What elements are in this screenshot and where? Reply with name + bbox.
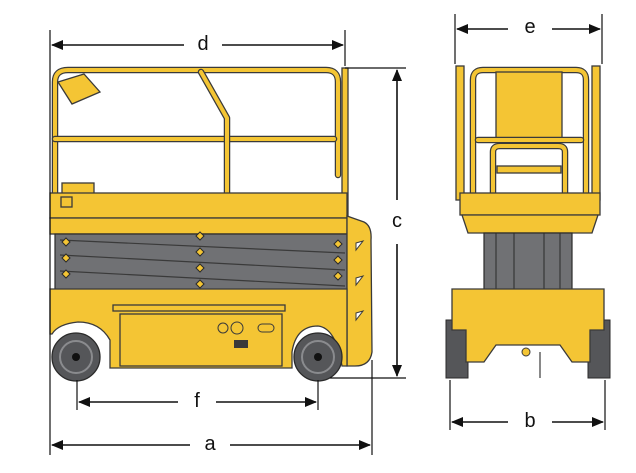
front-guard [346, 215, 373, 367]
front-scissor [483, 232, 573, 291]
platform-deck [49, 192, 348, 219]
side-view [49, 66, 373, 382]
scissor-stack [54, 231, 348, 291]
front-deck [459, 192, 601, 216]
front-view [445, 65, 611, 379]
front-chassis [451, 288, 605, 363]
dimension-label-c: c [392, 210, 402, 232]
dimension-lines: d c a f e b [49, 14, 606, 457]
rear-wheel [51, 332, 101, 382]
control-box [56, 73, 102, 105]
dimension-label-d: d [197, 33, 208, 55]
dimension-label-e: e [524, 16, 535, 38]
front-wheel [293, 332, 343, 382]
dimension-label-b: b [524, 410, 535, 432]
battery-box [119, 313, 283, 367]
dimension-label-f: f [194, 390, 200, 412]
dimension-label-a: a [204, 433, 216, 455]
side-guard-rail [51, 66, 349, 219]
